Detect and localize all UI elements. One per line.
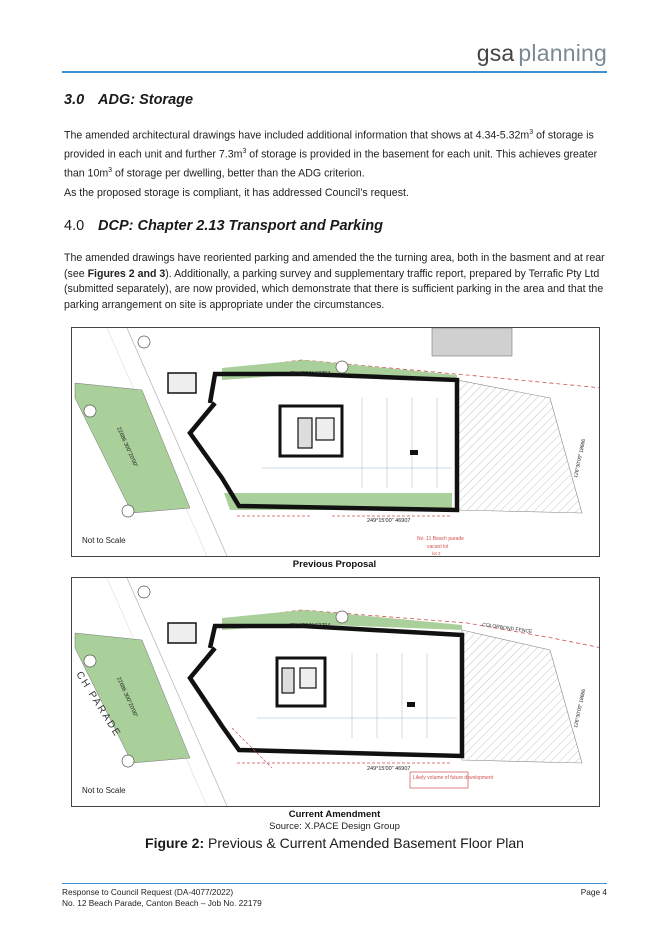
- storage-text-c: of storage is provided in the basement f…: [64, 148, 598, 180]
- heading-storage: 3.0 ADG: Storage: [64, 92, 193, 108]
- heading-dcp: 4.0 DCP: Chapter 2.13 Transport and Parki…: [64, 218, 383, 234]
- storage-text-a: The amended architectural drawings have …: [64, 129, 530, 142]
- sup-2: 3: [242, 148, 247, 156]
- footer-line-1: Response to Council Request (DA-4077/202…: [62, 887, 234, 897]
- prev-not-to-scale: Not to Scale: [82, 536, 126, 545]
- prev-bearing-bottom: 249°15'00" 46907: [367, 518, 410, 524]
- heading-storage-number: 3.0: [64, 92, 85, 108]
- dcp-paragraph: The amended drawings have reoriented par…: [64, 251, 610, 313]
- footer-rule: [62, 883, 607, 884]
- logo-planning: planning: [518, 40, 607, 66]
- sup-3: 3: [108, 167, 113, 175]
- storage-text-b: of storage is provided in each unit and …: [64, 129, 594, 161]
- cur-bearing-top: 76°43'30" 52794: [290, 623, 330, 629]
- storage-paragraph-1: The amended architectural drawings have …: [64, 125, 610, 182]
- storage-text-d: of storage per dwelling, better than the…: [112, 167, 365, 180]
- dcp-text-b: ). Additionally, a parking survey and su…: [64, 267, 604, 311]
- figure-title-label: Figure 2:: [145, 835, 205, 851]
- logo-gsa: gsa: [476, 40, 515, 66]
- heading-dcp-title: DCP: Chapter 2.13 Transport and Parking: [98, 218, 383, 234]
- current-floor-plan: Likely volume of future development 76°4…: [72, 578, 599, 806]
- header-rule: [62, 71, 607, 73]
- prev-bearing-top: 76°43'30" 52794: [290, 371, 330, 377]
- heading-storage-title: ADG: Storage: [98, 92, 194, 108]
- dcp-text-a: The amended drawings have reoriented par…: [64, 252, 605, 280]
- figure-title: Figure 2: Previous & Current Amended Bas…: [71, 835, 598, 851]
- figure-title-text: Previous & Current Amended Basement Floo…: [204, 835, 524, 851]
- dcp-figures-ref: Figures 2 and 3: [87, 267, 166, 280]
- cur-future-dev: Likely volume of future development: [413, 775, 494, 781]
- heading-dcp-number: 4.0: [64, 218, 85, 234]
- figure-current-amendment: Likely volume of future development 76°4…: [71, 577, 600, 807]
- figure-previous-proposal: 76°43'30" 52794 249°15'00" 46907 22686 3…: [71, 327, 600, 557]
- footer-page-number: Page 4: [580, 887, 607, 897]
- previous-floor-plan: 76°43'30" 52794 249°15'00" 46907 22686 3…: [72, 328, 599, 556]
- sup-1: 3: [529, 129, 534, 136]
- cur-not-to-scale: Not to Scale: [82, 786, 126, 795]
- footer-left: Response to Council Request (DA-4077/202…: [62, 887, 262, 909]
- storage-paragraph-2: As the proposed storage is compliant, it…: [64, 187, 409, 199]
- cur-bearing-bottom: 249°15'00" 46907: [367, 766, 410, 772]
- prev-lot-label: No. 11 Beach parade: [417, 536, 464, 542]
- prev-lot-sub: vacant lot: [427, 544, 449, 550]
- figure-source: Source: X.PACE Design Group: [269, 821, 400, 832]
- prev-lot-num: lot 2: [432, 551, 441, 556]
- footer-line-2: No. 12 Beach Parade, Canton Beach – Job …: [62, 898, 262, 908]
- caption-current-amendment: Current Amendment: [288, 809, 381, 820]
- caption-previous-proposal: Previous Proposal: [292, 559, 377, 570]
